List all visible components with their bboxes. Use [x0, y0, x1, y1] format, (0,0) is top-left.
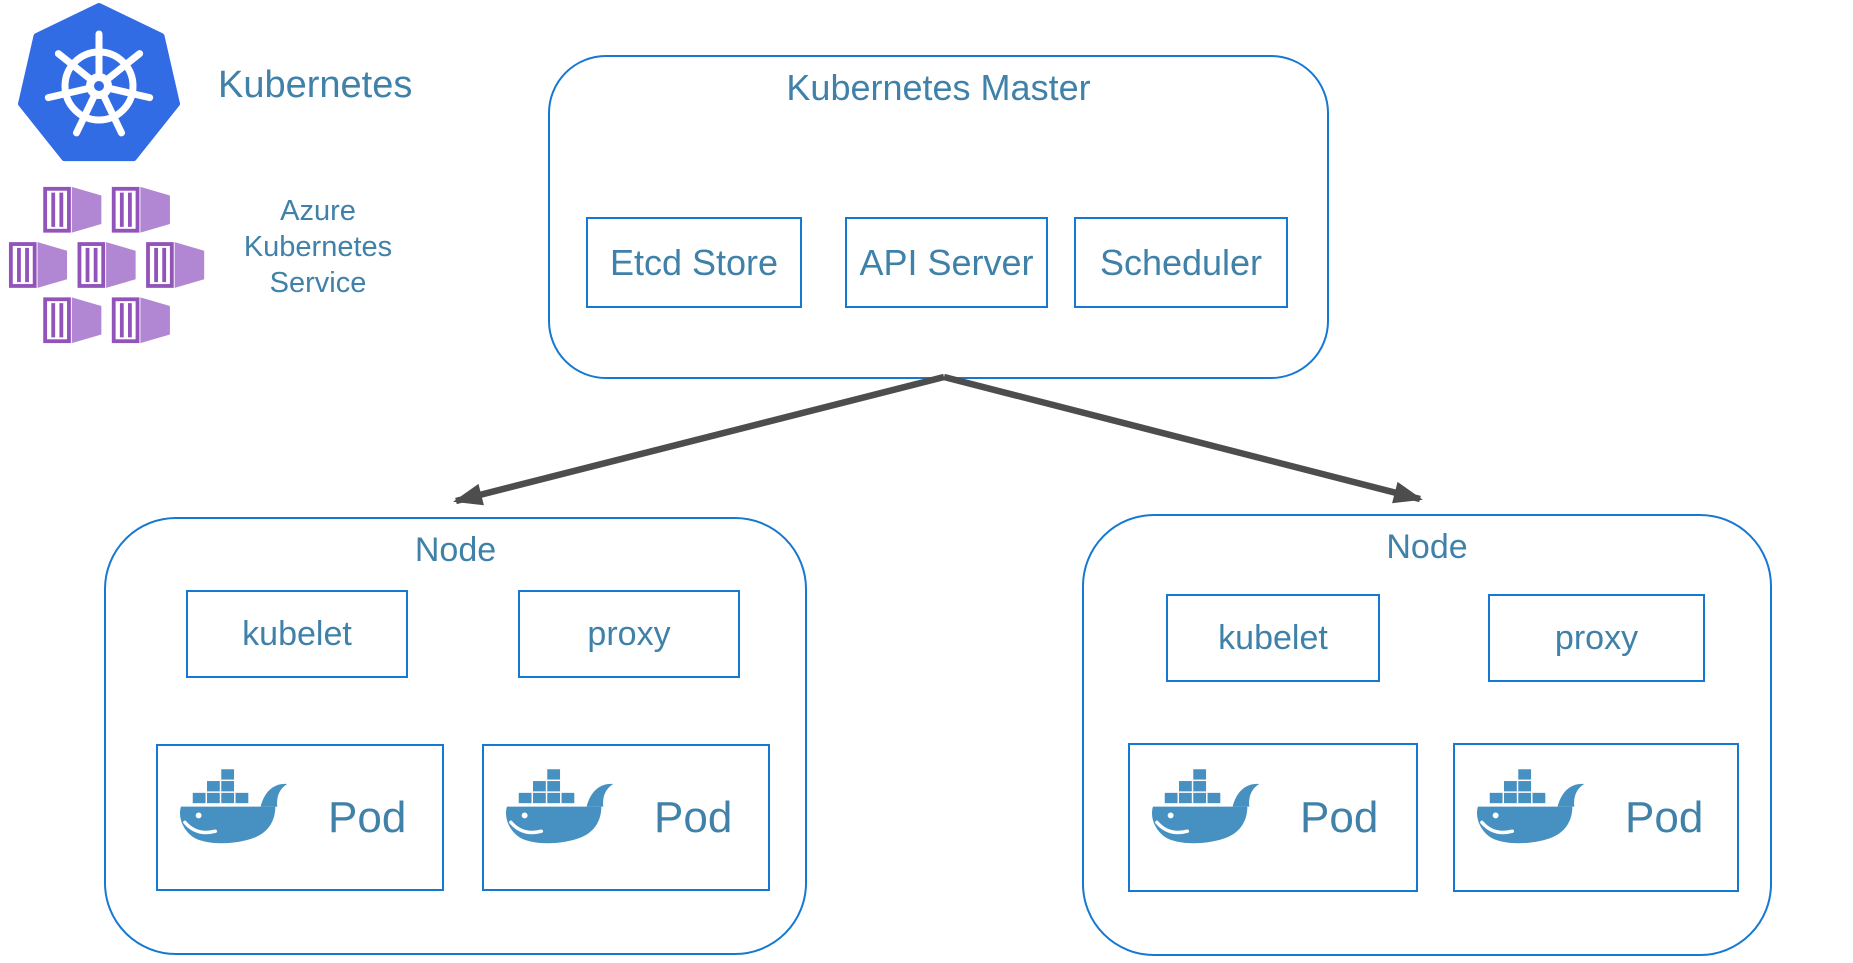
- api-server-box: API Server: [845, 217, 1048, 308]
- aks-logo-icon: [8, 184, 207, 346]
- node-box-right: Node kubelet proxy Pod Pod: [1082, 514, 1772, 956]
- pod-box: Pod: [1128, 743, 1418, 892]
- pod-box: Pod: [156, 744, 444, 891]
- master-title: Kubernetes Master: [786, 67, 1091, 108]
- kubernetes-label: Kubernetes: [218, 64, 413, 106]
- kubelet-box: kubelet: [186, 590, 408, 678]
- aks-label-line: Kubernetes: [243, 231, 393, 263]
- node-title: Node: [1386, 528, 1468, 566]
- pod-box: Pod: [482, 744, 770, 891]
- pod-label: Pod: [654, 792, 733, 842]
- docker-whale-icon: [178, 768, 296, 859]
- scheduler-box: Scheduler: [1074, 217, 1288, 308]
- pod-label: Pod: [1300, 792, 1379, 842]
- pod-label: Pod: [328, 792, 407, 842]
- aks-label-line: Azure: [280, 195, 356, 227]
- aks-label-line: Service: [269, 267, 367, 299]
- pod-label: Pod: [1625, 792, 1704, 842]
- arrow-master-to-left-node: [453, 373, 945, 506]
- node-title: Node: [414, 531, 497, 569]
- proxy-box: proxy: [518, 590, 740, 678]
- pod-box: Pod: [1453, 743, 1739, 892]
- etcd-store-box: Etcd Store: [586, 217, 802, 308]
- docker-whale-icon: [1475, 768, 1593, 859]
- aks-label: Azure Kubernetes Service: [233, 193, 403, 301]
- docker-whale-icon: [504, 768, 622, 859]
- docker-whale-icon: [1150, 768, 1268, 859]
- proxy-box: proxy: [1488, 594, 1705, 682]
- arrow-master-to-right-node: [943, 373, 1423, 504]
- kubernetes-master-box: Kubernetes Master Etcd Store API Server …: [548, 55, 1329, 379]
- kubernetes-logo-icon: [18, 3, 180, 162]
- node-box-left: Node kubelet proxy Pod Pod: [104, 517, 807, 955]
- kubelet-box: kubelet: [1166, 594, 1380, 682]
